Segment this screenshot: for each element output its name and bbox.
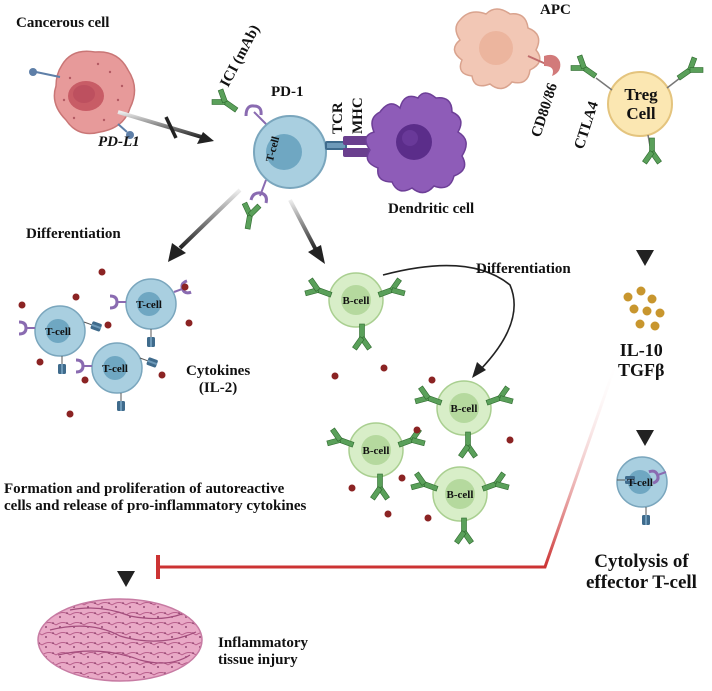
t-cell-label: T-cell [627, 477, 653, 489]
arrow-to-tissue [117, 535, 135, 587]
t-cell [108, 278, 193, 348]
cancerous-cell [53, 50, 136, 135]
pd-l1-receptor [29, 68, 134, 139]
t-cell-label: T-cell [45, 326, 71, 338]
il10-tgfb-cytokines [623, 286, 665, 331]
differentiation-curve-arrowhead [472, 362, 486, 378]
b-cytokines [331, 364, 514, 522]
il10-label: IL-10 [619, 340, 663, 360]
central-t-cell [253, 115, 327, 189]
b-cell [325, 422, 427, 501]
ici-antibody [209, 86, 243, 119]
cytolysis-line2: effector T-cell [586, 571, 697, 593]
apc-label: APC [540, 2, 571, 18]
blocked-arrow [117, 110, 214, 144]
t-cell-label: T-cell [102, 363, 128, 375]
treg-label-line2: Cell [626, 104, 656, 123]
pd-1-receptor [244, 104, 267, 125]
formation-line1: Formation and proliferation of autoreact… [4, 481, 285, 497]
dendritic-cell [365, 92, 467, 194]
ctla4-label: CTLA4 [572, 99, 603, 151]
cancerous-cell-label: Cancerous cell [16, 15, 110, 31]
differentiation-curve-arrow [382, 264, 515, 371]
arrow-to-tcells [168, 188, 242, 262]
il10-tgfb-label: IL-10 TGFβ [618, 340, 665, 381]
il10-arrow [636, 385, 654, 446]
t-cell-label: T-cell [136, 299, 162, 311]
t-cell [74, 342, 159, 412]
effector-t-cell [616, 456, 670, 526]
treg-arrow [636, 175, 654, 266]
b-cell-label: B-cell [363, 445, 390, 457]
pd-l1-label: PD-L1 [98, 134, 140, 150]
apc-cell [453, 8, 541, 90]
injury-line1: Inflammatory [218, 635, 308, 651]
b-cell [409, 466, 511, 545]
cytokines-label: Cytokines (IL-2) [186, 363, 250, 396]
cytokines-line1: Cytokines [186, 363, 251, 379]
t-cell [17, 305, 103, 375]
injury-line2: tissue injury [218, 651, 298, 668]
arrow-to-bcells [288, 199, 325, 264]
dendritic-cell-label: Dendritic cell [388, 201, 475, 217]
b-cell-label: B-cell [447, 489, 474, 501]
inhibition-line [156, 359, 619, 579]
pd-1-label: PD-1 [271, 84, 304, 100]
b-cell-cluster [303, 264, 515, 545]
inflamed-tissue [37, 598, 203, 682]
b-cell [413, 380, 515, 459]
treg-cell [568, 52, 706, 165]
cytokines-line2: (IL-2) [198, 379, 238, 396]
mhc-label: MHC [350, 97, 366, 134]
formation-label: Formation and proliferation of autoreact… [4, 481, 306, 514]
il2-cytokines [18, 268, 193, 418]
differentiation-right-label: Differentiation [476, 261, 571, 277]
differentiation-left-label: Differentiation [26, 226, 121, 242]
cd80-86-ligand [527, 54, 561, 76]
ici-antibody-bottom [237, 179, 268, 231]
ici-label: ICI (mAb) [217, 22, 263, 89]
treg-label-line1: Treg [624, 85, 658, 104]
t-cell-cluster [17, 268, 193, 418]
b-cell-label: B-cell [343, 295, 370, 307]
b-cell [303, 272, 407, 351]
cd80-86-label: CD80/86 [529, 81, 562, 140]
tcr-label: TCR [330, 102, 346, 134]
tcr-mhc-complex [325, 136, 369, 157]
cytolysis-line1: Cytolysis of [594, 551, 689, 572]
tgfb-label: TGFβ [618, 359, 665, 380]
injury-label: Inflammatory tissue injury [218, 635, 308, 668]
cytolysis-label: Cytolysis of effector T-cell [586, 551, 697, 594]
b-cell-label: B-cell [451, 403, 478, 415]
formation-line2: cells and release of pro-inflammatory cy… [4, 497, 307, 514]
